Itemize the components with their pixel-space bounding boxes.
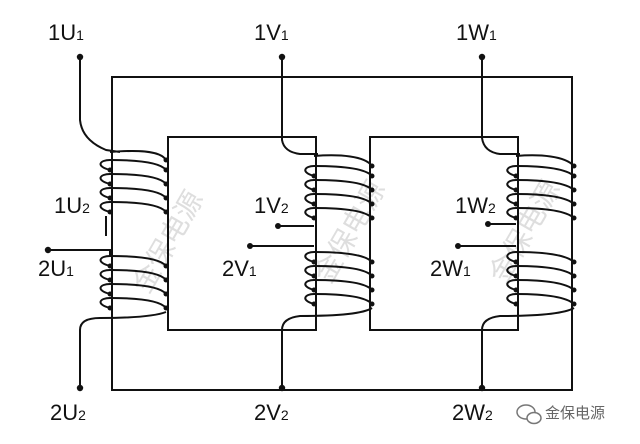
coil-u-phase <box>44 53 169 392</box>
coil-v-phase <box>247 53 375 392</box>
label-2v2: 2V2 <box>254 400 289 425</box>
brand-text: 金保电源 <box>545 404 605 422</box>
watermark-right: 金保电源 <box>482 175 567 289</box>
transformer-core <box>111 76 573 391</box>
label-2u2: 2U2 <box>50 400 86 425</box>
lead-2u2 <box>79 311 167 388</box>
label-2w2: 2W2 <box>452 400 493 425</box>
label-2w1: 2W1 <box>430 256 471 281</box>
label-2u1: 2U1 <box>38 256 74 281</box>
lead-1v1 <box>281 57 318 155</box>
terminal-dot-1u1 <box>76 53 84 61</box>
label-1w2: 1W2 <box>455 193 496 218</box>
label-1v1: 1V1 <box>254 20 289 45</box>
label-1u1: 1U1 <box>48 20 84 45</box>
label-2v1: 2V1 <box>222 256 257 281</box>
core-outer-frame <box>111 76 573 391</box>
label-1u2: 1U2 <box>54 193 90 218</box>
lead-1w1 <box>481 57 520 155</box>
tap-2u1 <box>48 249 111 256</box>
core-window-right <box>369 136 519 331</box>
label-1w1: 1W1 <box>456 20 497 45</box>
wechat-icon <box>516 404 542 425</box>
lead-1u1 <box>79 57 121 153</box>
lead-2w2 <box>481 307 575 388</box>
brand-mark: 金保电源 <box>516 404 605 425</box>
lead-2v2 <box>281 307 373 388</box>
label-1v2: 1V2 <box>254 193 289 218</box>
core-window-left <box>167 136 317 331</box>
watermark-center: 金保电源 <box>307 175 392 289</box>
coil-w-phase <box>455 53 577 392</box>
